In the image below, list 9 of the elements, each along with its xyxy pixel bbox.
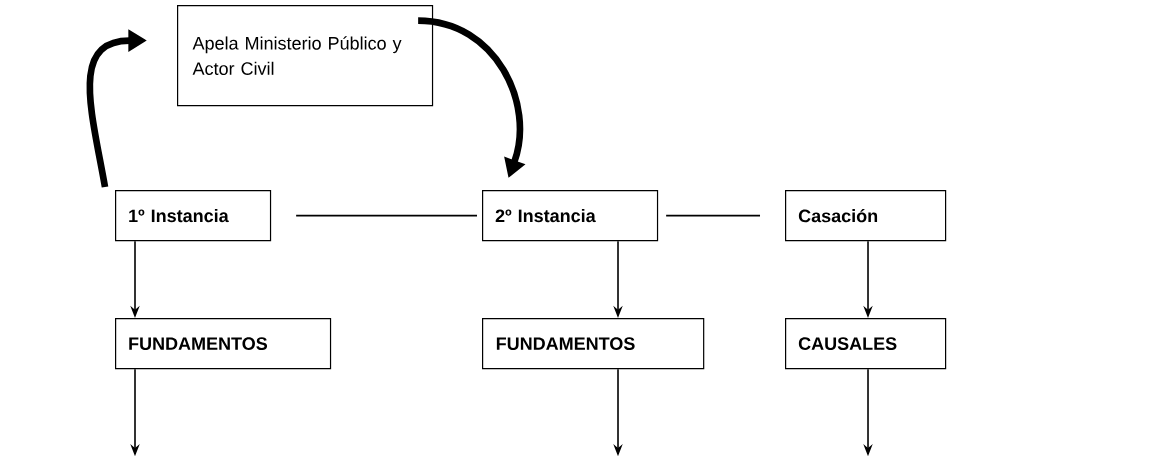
connector-line (295, 214, 478, 217)
text-box: Apela Ministerio Público y Actor Civil (177, 5, 434, 107)
text-box: 1º Instancia (115, 190, 272, 242)
text-box: 2º Instancia (482, 190, 659, 242)
text-box: FUNDAMENTOS (115, 318, 332, 370)
text-box: FUNDAMENTOS (482, 318, 705, 370)
text-box: CAUSALES (785, 318, 947, 370)
connector-line (665, 214, 761, 217)
text-box: Casación (785, 190, 947, 242)
